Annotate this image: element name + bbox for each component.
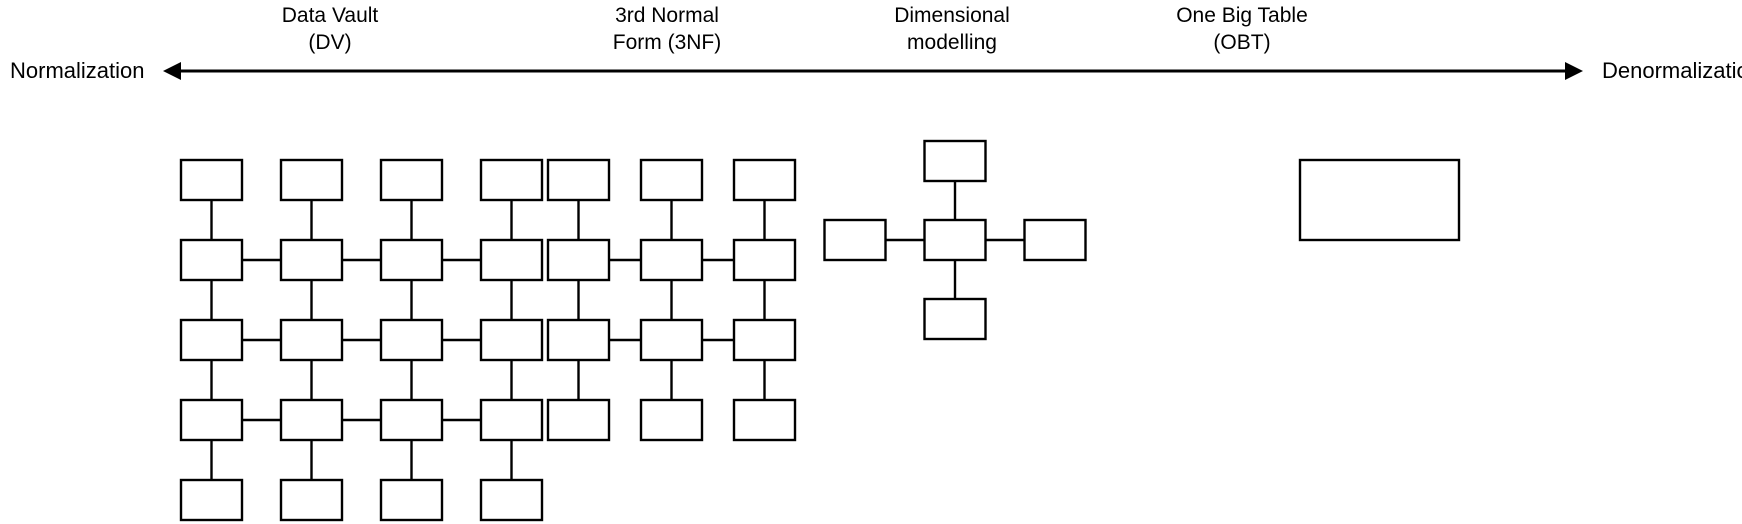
- stage-shapes-layer: [179, 139, 1461, 522]
- table-node[interactable]: [639, 398, 704, 442]
- normalization-axis: Normalization Denormalization: [10, 58, 1742, 83]
- stage-dimensional-modelling: [823, 139, 1087, 341]
- stage-label-dimensional-modelling-line-2: modelling: [907, 31, 997, 54]
- table-node[interactable]: [546, 238, 611, 282]
- stage-one-big-table: [1298, 158, 1461, 242]
- dimension-node[interactable]: [823, 218, 887, 262]
- dimension-node[interactable]: [923, 297, 987, 341]
- table-node[interactable]: [479, 238, 544, 282]
- table-node[interactable]: [379, 398, 444, 442]
- table-node[interactable]: [732, 158, 797, 202]
- fact-node[interactable]: [923, 218, 987, 262]
- stage-label-data-vault-line-2: (DV): [308, 31, 351, 54]
- table-node[interactable]: [479, 318, 544, 362]
- table-node[interactable]: [179, 158, 244, 202]
- stage-data-vault: [179, 158, 544, 522]
- table-node[interactable]: [179, 238, 244, 282]
- table-node[interactable]: [179, 398, 244, 442]
- stage-label-third-normal-form-line-1: 3rd Normal: [615, 4, 719, 27]
- stage-captions: Data Vault (DV) 3rd Normal Form (3NF) Di…: [282, 4, 1308, 54]
- axis-arrow-left: [163, 62, 181, 80]
- table-node[interactable]: [546, 158, 611, 202]
- table-node[interactable]: [732, 238, 797, 282]
- dimension-node[interactable]: [923, 139, 987, 183]
- stage-label-one-big-table-line-1: One Big Table: [1176, 4, 1308, 27]
- table-node[interactable]: [546, 318, 611, 362]
- table-node[interactable]: [279, 318, 344, 362]
- table-node[interactable]: [379, 158, 444, 202]
- table-node[interactable]: [732, 398, 797, 442]
- table-node[interactable]: [479, 478, 544, 522]
- axis-arrow-right: [1565, 62, 1583, 80]
- table-node[interactable]: [732, 318, 797, 362]
- table-node[interactable]: [179, 478, 244, 522]
- table-node[interactable]: [379, 238, 444, 282]
- table-node[interactable]: [279, 478, 344, 522]
- axis-right-label: Denormalization: [1602, 58, 1742, 83]
- table-node[interactable]: [379, 318, 444, 362]
- stage-label-dimensional-modelling-line-1: Dimensional: [894, 4, 1010, 27]
- stage-label-data-vault-line-1: Data Vault: [282, 4, 379, 27]
- one-big-table-node[interactable]: [1298, 158, 1461, 242]
- stage-label-third-normal-form-line-2: Form (3NF): [613, 31, 722, 54]
- axis-left-label: Normalization: [10, 58, 145, 83]
- table-node[interactable]: [479, 398, 544, 442]
- stage-third-normal-form: [546, 158, 797, 442]
- dimension-node[interactable]: [1023, 218, 1087, 262]
- table-node[interactable]: [379, 478, 444, 522]
- table-node[interactable]: [639, 318, 704, 362]
- table-node[interactable]: [279, 158, 344, 202]
- table-node[interactable]: [639, 238, 704, 282]
- table-node[interactable]: [479, 158, 544, 202]
- table-node[interactable]: [546, 398, 611, 442]
- stage-label-one-big-table-line-2: (OBT): [1213, 31, 1270, 54]
- table-node[interactable]: [179, 318, 244, 362]
- table-node[interactable]: [279, 238, 344, 282]
- table-node[interactable]: [639, 158, 704, 202]
- table-node[interactable]: [279, 398, 344, 442]
